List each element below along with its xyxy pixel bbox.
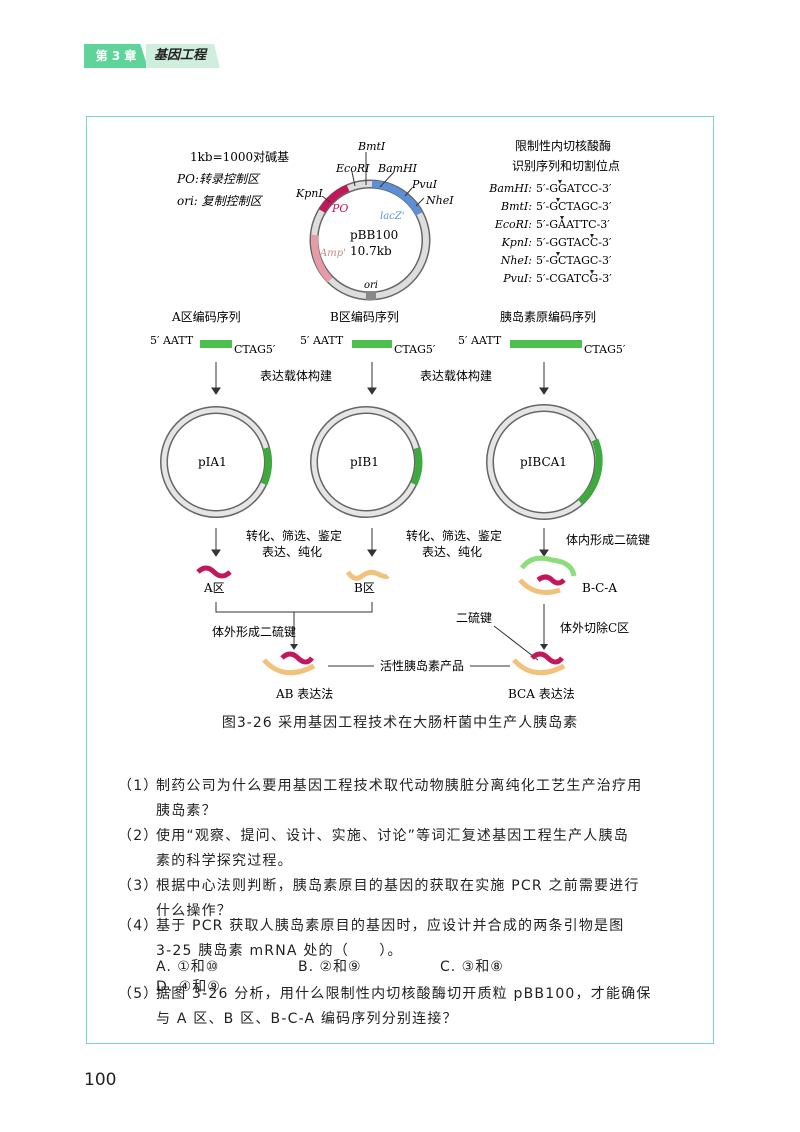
label-pibca1: pIBCA1 — [520, 455, 567, 469]
svg-text:CTAG5′: CTAG5′ — [584, 343, 626, 356]
label-amp: Amp' — [319, 248, 346, 259]
seq-bamhi: 5′-GGATCC-3′ — [536, 182, 612, 195]
lacz-region — [371, 180, 423, 216]
svg-text:转化、筛选、鉴定: 转化、筛选、鉴定 — [246, 528, 342, 543]
label-lacz: lacZ' — [380, 211, 404, 222]
ori-region — [366, 291, 376, 300]
seq-kpni: 5′-GGTACC-3′ — [536, 236, 612, 249]
question-5: （5）据图 3-26 分析，用什么限制性内切核酸酶切开质粒 pBB100，才能确… — [118, 986, 652, 1027]
svg-text:转化、筛选、鉴定: 转化、筛选、鉴定 — [406, 528, 502, 543]
page-number: 100 — [84, 1070, 117, 1090]
chapter-title: 基因工程 — [146, 44, 221, 68]
option-b: B. ②和⑨ — [298, 959, 362, 975]
construct-label-2: 表达载体构建 — [420, 368, 492, 383]
seq-pvui: 5′-CGATCG-3′ — [536, 272, 612, 285]
site-pvui: PvuI — [411, 178, 438, 191]
figure-diagram: 1kb=1000对碱基 PO:转录控制区 ori: 复制控制区 BmtI Eco… — [150, 138, 650, 701]
chapter-tag: 第 3 章 — [84, 44, 148, 68]
svg-text:5′ AATT: 5′ AATT — [150, 334, 194, 347]
plasmid-size: 10.7kb — [350, 244, 392, 258]
figure-frame — [86, 116, 714, 1044]
svg-text:5′ AATT: 5′ AATT — [458, 334, 502, 347]
seq-header-b: B区编码序列 — [330, 309, 399, 324]
svg-text:CTAG5′: CTAG5′ — [394, 343, 436, 356]
method-bca-label: BCA 表达法 — [508, 687, 575, 701]
disulfide-in-label: 体内形成二硫键 — [566, 532, 650, 547]
svg-text:表达、纯化: 表达、纯化 — [422, 545, 482, 559]
enzyme-title-2: 识别序列和切割位点 — [512, 158, 620, 173]
seq-a-bar — [200, 340, 232, 348]
option-c: C. ③和⑧ — [440, 959, 504, 975]
option-d: D. ④和⑨ — [156, 979, 221, 995]
svg-text:EcoRI:: EcoRI: — [494, 218, 532, 231]
chain-a — [196, 565, 232, 579]
question-2: （2）使用“观察、提问、设计、实施、讨论”等词汇复述基因工程生产人胰岛 素的科学… — [118, 828, 629, 869]
seq-nhei: 5′-GCTAGC-3′ — [536, 254, 612, 267]
active-product-label: 活性胰岛素产品 — [380, 658, 464, 673]
seq-proinsulin-bar — [510, 340, 582, 348]
question-1: （1）制药公司为什么要用基因工程技术取代动物胰脏分离纯化工艺生产治疗用 胰岛素？ — [118, 778, 643, 819]
disulfide-bond-label: 二硫键 — [456, 610, 492, 625]
seq-b-bar — [352, 340, 392, 348]
enzyme-title-1: 限制性内切核酸酶 — [515, 138, 611, 153]
seq-header-a: A区编码序列 — [171, 309, 241, 324]
svg-text:PvuI:: PvuI: — [502, 272, 532, 285]
svg-text:CTAG5′: CTAG5′ — [234, 343, 276, 356]
svg-text:BmtI:: BmtI: — [500, 200, 532, 213]
label-pia1: pIA1 — [198, 455, 227, 469]
label-po: PO — [331, 202, 348, 215]
label-pib1: pIB1 — [350, 455, 379, 469]
disulfide-out-label: 体外形成二硫键 — [212, 624, 296, 639]
cut-c-label: 体外切除C区 — [560, 620, 629, 635]
label-ori: ori — [364, 280, 378, 291]
option-a: A. ①和⑩ — [156, 959, 220, 975]
method-ab-label: AB 表达法 — [275, 687, 333, 701]
svg-text:KpnI:: KpnI: — [501, 236, 532, 249]
site-bamhi: BamHI — [377, 162, 418, 175]
svg-text:NheI:: NheI: — [500, 254, 532, 267]
legend-line-2: PO:转录控制区 — [176, 172, 261, 186]
legend-line-3: ori: 复制控制区 — [177, 194, 264, 208]
question-4: （4）基于 PCR 获取人胰岛素原目的基因时，应设计并合成的两条引物是图 3-2… — [118, 918, 625, 959]
svg-text:5′ AATT: 5′ AATT — [300, 334, 344, 347]
plasmid-name: pBB100 — [350, 228, 398, 242]
legend-line-1: 1kb=1000对碱基 — [190, 150, 289, 164]
label-b-chain: B区 — [354, 581, 375, 595]
chain-c — [519, 555, 577, 577]
label-bca: B-C-A — [582, 581, 617, 595]
figure-caption: 图3-26 采用基因工程技术在大肠杆菌中生产人胰岛素 — [221, 715, 579, 731]
label-a-chain: A区 — [203, 581, 225, 595]
question-3: （3）根据中心法则判断，胰岛素原目的基因的获取在实施 PCR 之前需要进行 什么… — [118, 878, 640, 919]
amp-region — [311, 234, 333, 283]
po-region — [318, 184, 350, 213]
seq-bmti: 5′-GCTAGC-3′ — [536, 200, 612, 213]
chain-b — [345, 569, 390, 581]
site-ecori: EcoRI — [335, 162, 370, 175]
site-nhei: NheI — [425, 194, 454, 207]
svg-text:BamHI:: BamHI: — [488, 182, 532, 195]
seq-header-proinsulin: 胰岛素原编码序列 — [500, 309, 596, 324]
svg-text:表达、纯化: 表达、纯化 — [262, 545, 322, 559]
site-bmti: BmtI — [357, 140, 386, 153]
question-4-options: A. ①和⑩ B. ②和⑨ C. ③和⑧ D. ④和⑨ — [156, 956, 696, 996]
construct-label-1: 表达载体构建 — [260, 368, 332, 383]
site-kpni: KpnI — [295, 187, 323, 200]
seq-ecori: 5′-GAATTC-3′ — [536, 218, 610, 231]
